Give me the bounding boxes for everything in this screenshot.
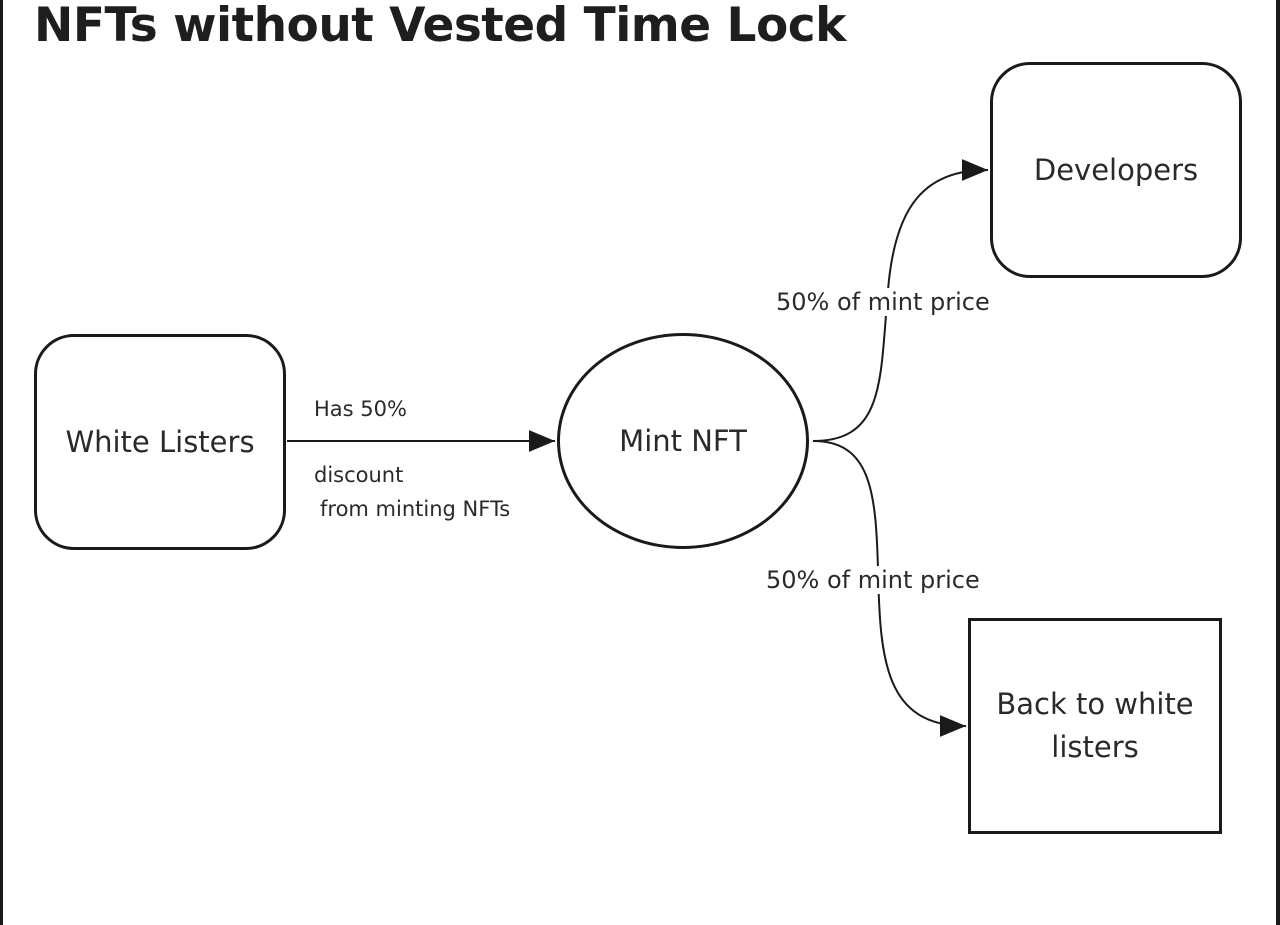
back-to-white-listers-label: Back to white listers xyxy=(996,687,1194,764)
edge-label-discount: discount xyxy=(314,463,404,487)
edge-label-from-minting: from minting NFTs xyxy=(320,497,511,521)
white-listers-node: White Listers xyxy=(34,334,286,550)
frame-left-border xyxy=(0,0,3,925)
diagram-title: NFTs without Vested Time Lock xyxy=(34,0,846,53)
developers-label: Developers xyxy=(1033,152,1199,187)
white-listers-label: White Listers xyxy=(65,424,255,459)
edge-label-has-50-percent: Has 50% xyxy=(314,397,407,421)
developers-node: Developers xyxy=(990,62,1242,278)
back-to-white-listers-node: Back to white listers xyxy=(968,618,1222,834)
mint-nft-label: Mint NFT xyxy=(619,423,747,458)
edge-label-developers-share: 50% of mint price xyxy=(776,288,990,316)
edge-label-back-share: 50% of mint price xyxy=(766,566,980,594)
frame-right-border xyxy=(1276,0,1280,925)
mint-nft-node: Mint NFT xyxy=(557,333,809,549)
